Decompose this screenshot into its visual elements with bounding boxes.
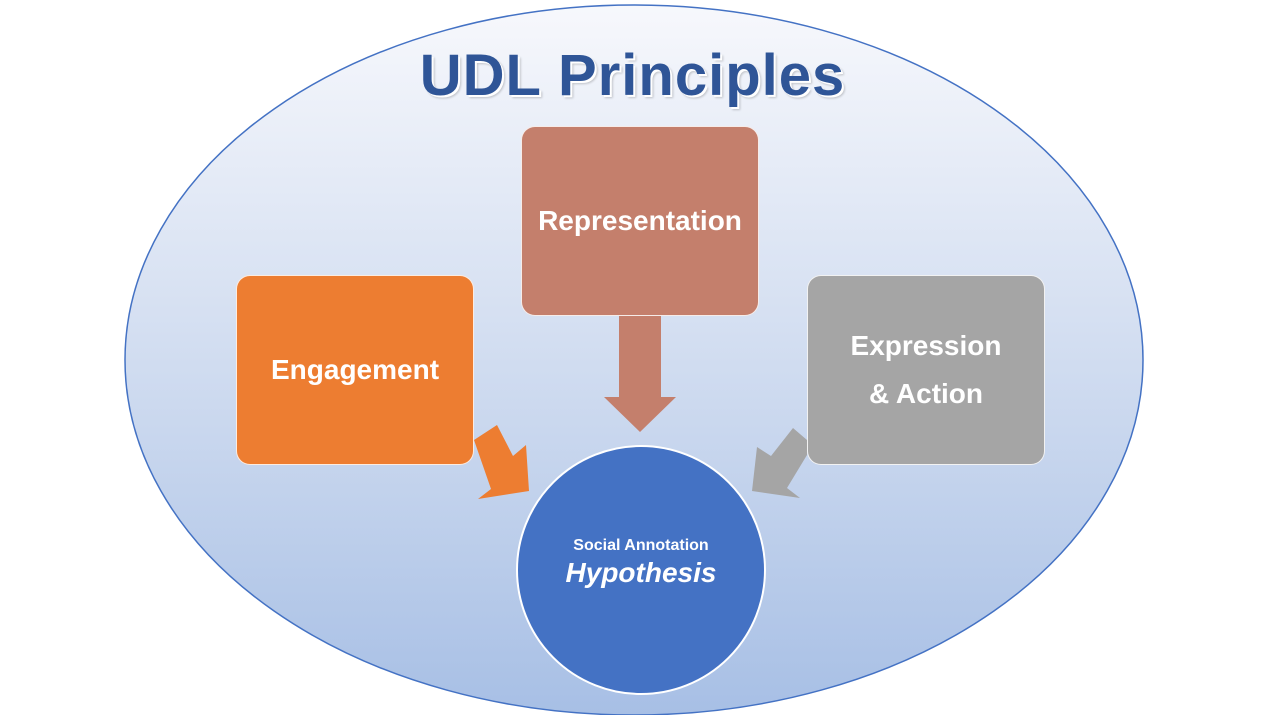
expression-label-line1: Expression bbox=[850, 330, 1002, 362]
diagram-title: UDL Principles bbox=[419, 43, 846, 108]
arrow-representation bbox=[604, 316, 676, 432]
center-title: Hypothesis bbox=[565, 557, 717, 588]
expression-label-line2: & Action bbox=[868, 378, 984, 409]
hypothesis-circle: Social Annotation Hypothesis bbox=[516, 445, 766, 695]
representation-label: Representation bbox=[538, 205, 742, 237]
representation-box: Representation bbox=[521, 126, 759, 316]
expression-action-box: Expression & Action bbox=[807, 275, 1045, 465]
engagement-label: Engagement bbox=[270, 354, 440, 386]
arrow-expression bbox=[752, 428, 807, 498]
engagement-box: Engagement bbox=[236, 275, 474, 465]
arrow-engagement bbox=[474, 425, 529, 499]
center-subtitle: Social Annotation bbox=[573, 537, 709, 554]
